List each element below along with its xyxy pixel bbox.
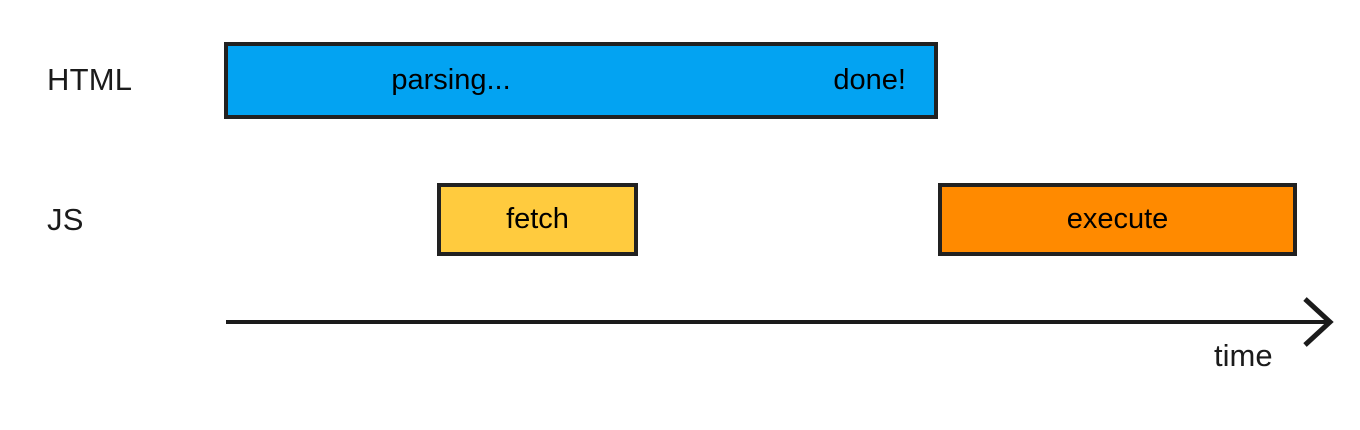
- row-label-js: JS: [47, 202, 84, 237]
- row-label-html: HTML: [47, 62, 133, 97]
- bar-html-parsing-left-text: parsing...: [391, 64, 511, 96]
- bar-js-execute: execute: [938, 183, 1297, 256]
- arrow-right-icon: [1303, 297, 1334, 347]
- bar-html-parsing-right-text: done!: [833, 64, 906, 96]
- bar-js-fetch-text: fetch: [506, 203, 569, 235]
- bar-js-execute-text: execute: [1066, 203, 1169, 235]
- bar-js-fetch: fetch: [437, 183, 638, 256]
- bar-html-parsing: parsing... done!: [224, 42, 938, 119]
- time-axis: [226, 297, 1334, 347]
- time-axis-label: time: [1214, 338, 1273, 373]
